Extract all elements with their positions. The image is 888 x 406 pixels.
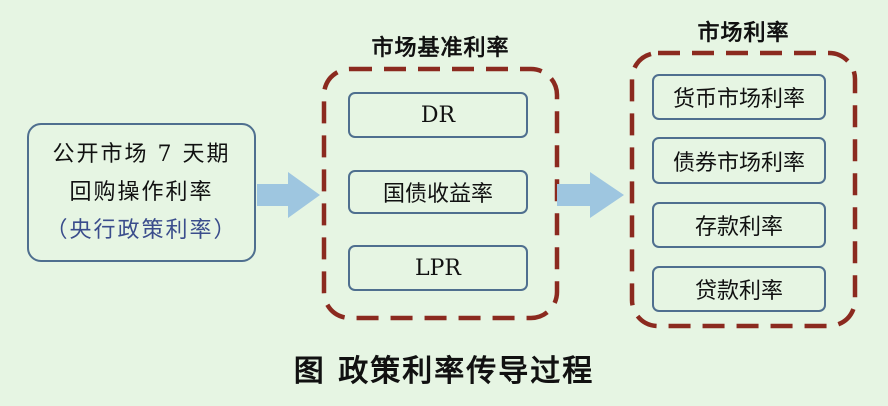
benchmark-item-label: 国债收益率	[382, 182, 493, 207]
benchmark-item-lpr: LPR	[348, 245, 528, 291]
figure-caption: 图 政策利率传导过程	[293, 354, 595, 389]
market-item-label: 货币市场利率	[672, 87, 805, 112]
market-item-label: 贷款利率	[694, 279, 783, 304]
market-item-money-market: 货币市场利率	[652, 74, 826, 120]
market-group-title: 市场利率	[697, 20, 790, 46]
benchmark-item-dr: DR	[348, 92, 528, 138]
policy-rate-line2: 回购操作利率	[69, 179, 214, 205]
benchmark-item-label: LPR	[415, 255, 461, 281]
market-item-label: 债券市场利率	[672, 150, 805, 176]
policy-rate-node: 公开市场 7 天期 回购操作利率 （央行政策利率）	[27, 123, 256, 262]
policy-rate-line3: （央行政策利率）	[45, 217, 238, 243]
market-item-label: 存款利率	[694, 215, 783, 240]
market-item-deposit: 存款利率	[652, 202, 826, 248]
policy-rate-line1: 公开市场 7 天期	[52, 141, 231, 167]
benchmark-item-label: DR	[420, 102, 456, 128]
market-group-border	[629, 50, 858, 329]
arrow-benchmark-to-market	[557, 172, 624, 218]
benchmark-group-title: 市场基准利率	[371, 35, 510, 61]
market-item-bond-market: 债券市场利率	[652, 137, 826, 184]
market-item-loan: 贷款利率	[652, 266, 826, 312]
arrow-source-to-benchmark	[257, 172, 320, 218]
benchmark-item-treasury-yield: 国债收益率	[348, 170, 528, 214]
